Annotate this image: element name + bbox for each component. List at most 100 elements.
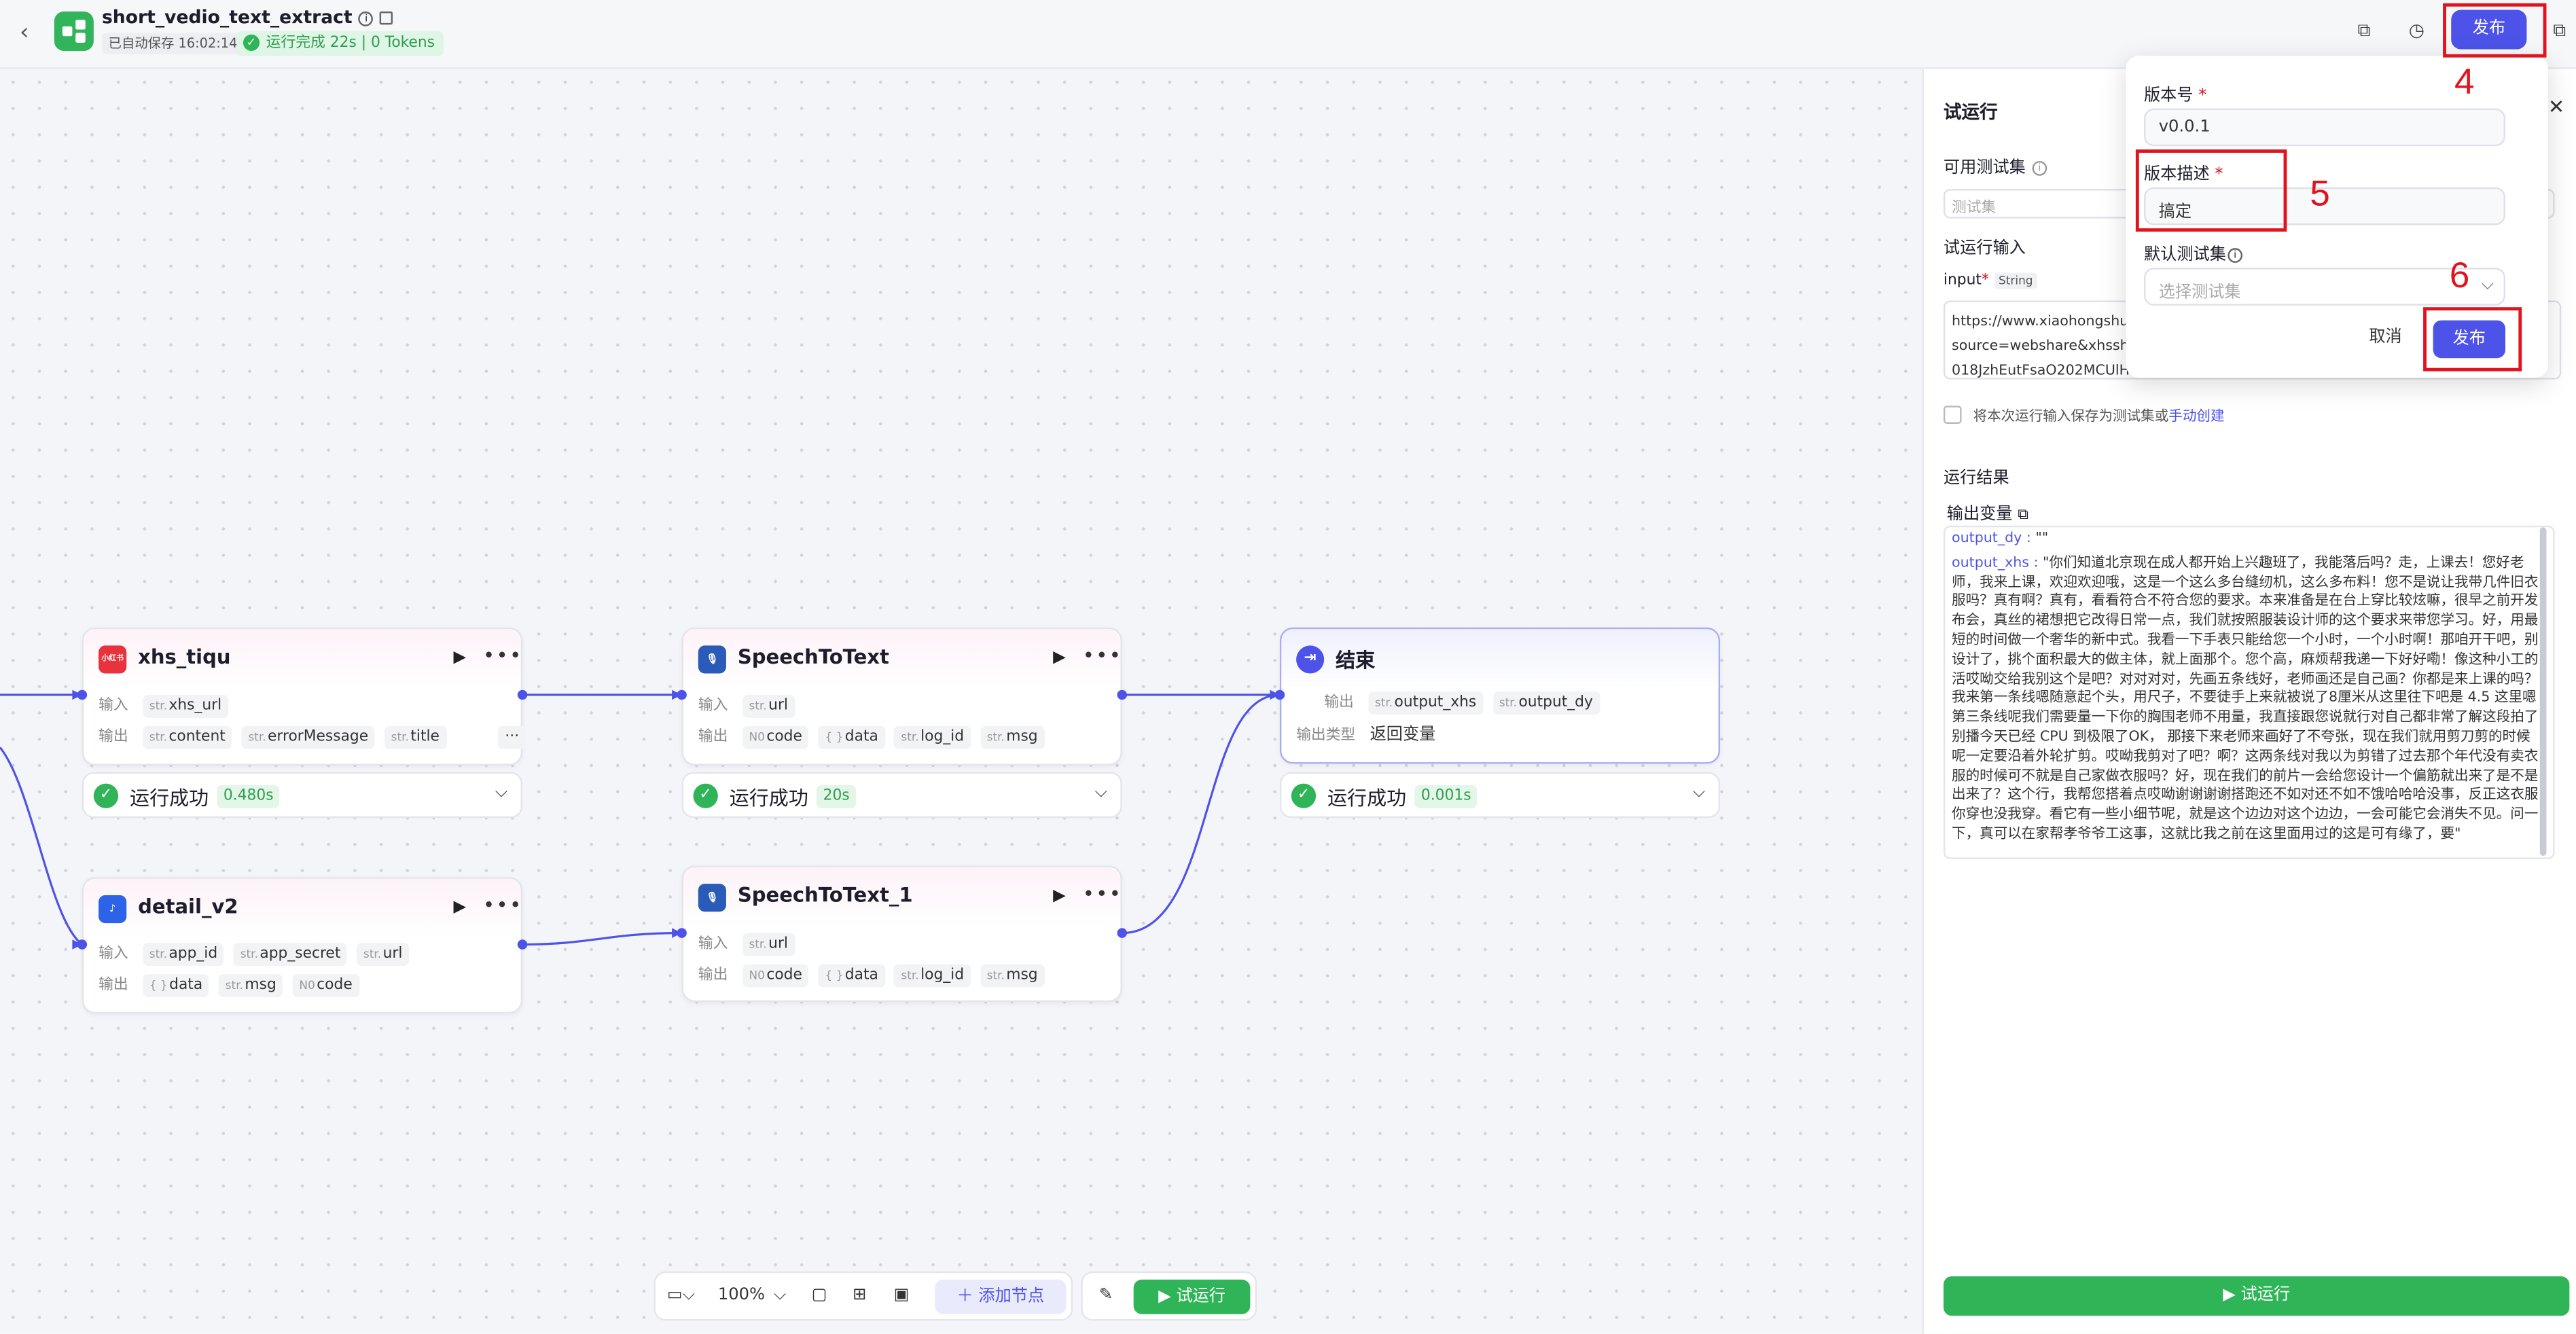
- annotation-number-4: 4: [2454, 60, 2475, 102]
- port-out[interactable]: [517, 689, 528, 700]
- layout-icon[interactable]: ⊞: [853, 1286, 867, 1305]
- output-dy: output_dy : "": [1952, 530, 2049, 547]
- result-title: 运行结果: [1943, 469, 2009, 488]
- output-vars-label: 输出变量 ⧉: [1946, 505, 2028, 524]
- node-status-speech[interactable]: ✓ 运行成功 20s ⌵: [681, 772, 1122, 818]
- port-in[interactable]: [677, 689, 687, 700]
- run-node-icon[interactable]: ▶: [1053, 886, 1066, 905]
- input-name: input* String: [1944, 272, 2038, 289]
- douyin-icon: ♪: [99, 895, 127, 924]
- annotation-number-6: 6: [2449, 254, 2470, 296]
- success-icon: ✓: [1291, 783, 1317, 808]
- port-in[interactable]: [77, 939, 88, 950]
- chevron-down-icon[interactable]: ⌵: [774, 1286, 787, 1305]
- node-inputs: 输入 str.app_id str.app_secret str.url: [99, 943, 414, 967]
- add-node-button[interactable]: ＋ 添加节点: [935, 1279, 1067, 1314]
- more-icon[interactable]: •••: [483, 893, 523, 917]
- more-icon[interactable]: •••: [1082, 882, 1123, 905]
- node-header: [683, 867, 1121, 926]
- speech-icon: 🎙: [698, 884, 726, 912]
- port-out[interactable]: [1117, 928, 1128, 938]
- history-icon[interactable]: ◷: [2408, 20, 2425, 41]
- node-end[interactable]: ⇥ 结束 输出 str.output_xhs str.output_dy 输出类…: [1279, 627, 1721, 764]
- run-node-icon[interactable]: ▶: [1053, 649, 1066, 667]
- node-status-end[interactable]: ✓ 运行成功 0.001s ⌵: [1279, 772, 1721, 818]
- node-header: [683, 629, 1121, 689]
- default-testset-select[interactable]: 选择测试集⌵: [2143, 268, 2506, 306]
- autosave-badge: 已自动保存 16:02:14: [101, 33, 245, 54]
- port-in[interactable]: [677, 928, 687, 938]
- port-out[interactable]: [1117, 689, 1128, 700]
- connection-lines: [0, 689, 1280, 950]
- publish-button[interactable]: 发布: [2451, 10, 2527, 50]
- desc-input[interactable]: 搞定: [2143, 187, 2506, 226]
- copy-icon[interactable]: ⧉: [2357, 20, 2371, 41]
- save-testset-checkbox[interactable]: [1943, 405, 1962, 424]
- chevron-down-icon[interactable]: ⌵: [1094, 783, 1107, 802]
- port-in[interactable]: [1274, 689, 1285, 700]
- input-section-label: 试运行输入: [1943, 240, 2026, 258]
- annotation-number-5: 5: [2310, 172, 2330, 214]
- comment-icon[interactable]: ▢: [811, 1286, 827, 1305]
- node-xhs-tiqu[interactable]: 小红书 xhs_tiqu ▶ ••• 输入 str.xhs_url 输出 str…: [82, 627, 526, 765]
- node-status-xhs[interactable]: ✓ 运行成功 0.480s ⌵: [82, 772, 523, 818]
- run-node-icon[interactable]: ▶: [453, 898, 467, 917]
- param-tag: str.content: [143, 725, 232, 749]
- version-input[interactable]: v0.0.1: [2143, 108, 2506, 147]
- success-icon: ✓: [93, 783, 119, 808]
- annotation-box-5: [2135, 149, 2287, 232]
- info-icon[interactable]: i: [359, 10, 374, 26]
- minimap-icon[interactable]: ▭⌵: [666, 1286, 696, 1305]
- fit-view-icon[interactable]: ▣: [893, 1286, 910, 1305]
- info-icon: i: [2228, 247, 2243, 262]
- manual-create-link[interactable]: 手动创建: [2168, 409, 2225, 426]
- close-icon[interactable]: ✕: [2547, 95, 2565, 119]
- save-testset-text: 将本次运行输入保存为测试集或手动创建: [1973, 409, 2225, 426]
- window-icon[interactable]: ⧉: [2553, 20, 2566, 41]
- node-title: detail_v2: [138, 895, 238, 918]
- run-node-icon[interactable]: ▶: [453, 649, 467, 667]
- chevron-down-icon[interactable]: ⌵: [495, 783, 508, 802]
- node-detail-v2[interactable]: ♪ detail_v2 ▶ ••• 输入 str.app_id str.app_…: [82, 877, 523, 1014]
- cancel-button[interactable]: 取消: [2369, 328, 2402, 347]
- chevron-down-icon: ⌵: [2481, 276, 2494, 294]
- version-label: 版本号 *: [2143, 87, 2207, 105]
- param-tag: str.errorMessage: [241, 725, 375, 749]
- test-run-button[interactable]: ▶ 试运行: [1133, 1279, 1251, 1314]
- success-icon: ✓: [693, 783, 718, 808]
- more-params-icon[interactable]: ···: [498, 725, 526, 749]
- port-out[interactable]: [517, 939, 528, 950]
- node-inputs: 输入 str.xhs_url: [99, 694, 233, 718]
- annotation-box-4: [2443, 3, 2547, 58]
- node-title: 结束: [1336, 649, 1376, 672]
- panel-test-run-button[interactable]: ▶ 试运行: [1943, 1276, 2570, 1316]
- debug-icon[interactable]: ✎: [1098, 1286, 1113, 1305]
- confirm-publish-button[interactable]: 发布: [2433, 320, 2506, 359]
- zoom-select[interactable]: 100%: [717, 1286, 765, 1305]
- input-textarea[interactable]: https://www.xiaohongshu source=webshare&…: [1943, 300, 2562, 380]
- chevron-down-icon[interactable]: ⌵: [1692, 783, 1706, 802]
- more-icon[interactable]: •••: [1082, 644, 1123, 667]
- param-tag: str.xhs_url: [143, 694, 228, 718]
- edit-icon[interactable]: [380, 11, 394, 25]
- node-outputs: 输出 str.output_xhs str.output_dy: [1324, 691, 1605, 715]
- node-header: [84, 878, 521, 938]
- back-icon[interactable]: ‹: [20, 20, 29, 46]
- app-logo-icon: [54, 11, 94, 51]
- run-toolbar: ✎ ▶ 试运行: [1081, 1271, 1257, 1321]
- port-in[interactable]: [77, 689, 88, 700]
- xiaohongshu-icon: 小红书: [99, 645, 127, 674]
- more-icon[interactable]: •••: [483, 644, 523, 667]
- speech-icon: 🎙: [698, 645, 726, 674]
- node-inputs: 输入 str.url: [698, 933, 800, 956]
- param-tag: str.title: [384, 725, 446, 749]
- node-header: [1281, 629, 1719, 689]
- copy-icon[interactable]: ⧉: [2018, 507, 2028, 524]
- scrollbar[interactable]: [2539, 527, 2547, 856]
